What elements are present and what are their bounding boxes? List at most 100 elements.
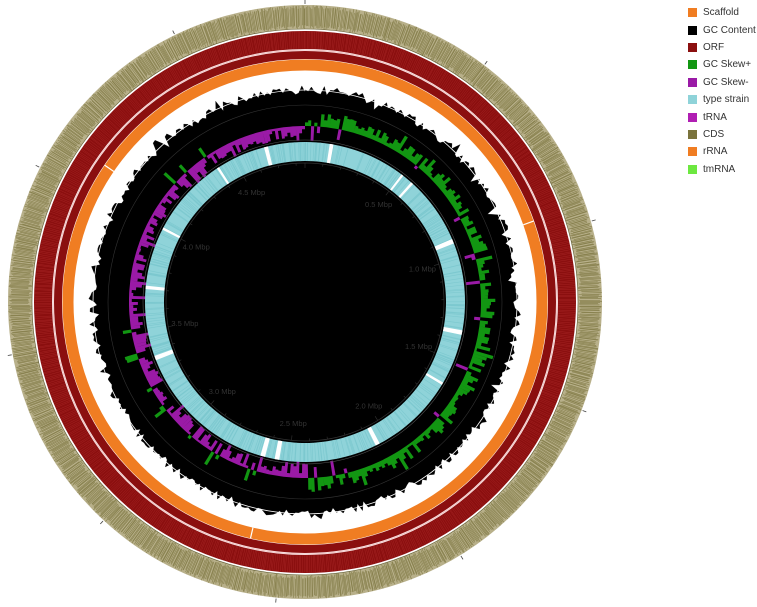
legend-item-gc-skew-plus: GC Skew+ bbox=[688, 56, 756, 73]
minor-tick bbox=[173, 255, 177, 257]
minor-tick bbox=[224, 413, 227, 416]
minor-tick bbox=[243, 176, 247, 182]
minor-tick bbox=[190, 223, 193, 226]
position-tick-label: 3.0 Mbp bbox=[209, 387, 236, 396]
position-tick-label: 0.5 Mbp bbox=[365, 200, 392, 209]
minor-tick bbox=[433, 263, 439, 266]
legend-swatch-tmrna bbox=[688, 164, 697, 174]
type-strain-gap bbox=[216, 167, 230, 185]
type-strain-gap bbox=[443, 326, 463, 335]
scaffold-break bbox=[523, 220, 534, 226]
outer-tick bbox=[35, 164, 40, 168]
minor-tick bbox=[430, 246, 433, 249]
orf-ring-inner bbox=[54, 51, 556, 553]
legend-item-scaffold: Scaffold bbox=[688, 4, 756, 21]
minor-tick bbox=[400, 202, 403, 205]
type-strain-gap bbox=[434, 238, 454, 251]
legend-item-rrna: rRNA bbox=[688, 143, 756, 160]
outer-tick bbox=[460, 555, 464, 560]
type-strain-gap bbox=[274, 440, 283, 460]
minor-tick bbox=[228, 185, 231, 189]
outer-tick bbox=[484, 60, 488, 65]
minor-tick bbox=[437, 334, 440, 336]
minor-tick bbox=[178, 359, 182, 362]
legend-swatch-scaffold bbox=[688, 8, 697, 18]
legend-swatch-cds bbox=[688, 129, 697, 139]
legend-item-cds: CDS bbox=[688, 126, 756, 143]
minor-tick bbox=[239, 422, 242, 426]
outer-tick bbox=[99, 520, 104, 525]
legend-swatch-gc-skew-minus bbox=[688, 77, 697, 87]
minor-tick bbox=[424, 367, 427, 370]
minor-tick bbox=[210, 400, 215, 405]
minor-tick bbox=[429, 350, 435, 353]
minor-tick bbox=[256, 429, 258, 433]
minor-tick bbox=[360, 426, 363, 429]
cds-ring-inner-edge bbox=[31, 28, 579, 576]
minor-tick bbox=[412, 216, 415, 219]
position-tick-label: 4.5 Mbp bbox=[238, 188, 265, 197]
type-strain-track bbox=[142, 139, 468, 465]
type-strain-outer-edge bbox=[142, 139, 468, 465]
position-tick-label: 3.5 Mbp bbox=[171, 319, 198, 328]
legend-label-cds: CDS bbox=[703, 128, 725, 140]
scaffold-break bbox=[249, 527, 254, 539]
type-strain-gap bbox=[390, 174, 404, 191]
minor-tick bbox=[356, 173, 358, 176]
legend: Scaffold GC Content ORF GC Skew+ GC Skew… bbox=[688, 4, 756, 178]
minor-tick bbox=[343, 432, 346, 436]
minor-tick bbox=[201, 209, 204, 212]
legend-swatch-gc-skew-plus bbox=[688, 60, 697, 70]
position-tick-label: 1.0 Mbp bbox=[409, 264, 436, 273]
minor-tick bbox=[198, 389, 201, 392]
legend-item-gc-content: GC Content bbox=[688, 21, 756, 38]
legend-swatch-trna bbox=[688, 112, 697, 122]
scaffold-track bbox=[62, 59, 548, 545]
legend-label-type-strain: type strain bbox=[703, 94, 750, 106]
minor-tick bbox=[168, 325, 174, 327]
legend-item-orf: ORF bbox=[688, 39, 756, 56]
type-strain-texture bbox=[144, 141, 466, 463]
outer-tick bbox=[172, 30, 175, 35]
minor-tick bbox=[169, 272, 172, 274]
minor-tick bbox=[213, 196, 216, 199]
type-strain-gap bbox=[367, 426, 380, 446]
type-strain-gap bbox=[162, 227, 181, 239]
legend-label-scaffold: Scaffold bbox=[703, 7, 739, 19]
type-strain-gap bbox=[154, 349, 174, 361]
outer-tick bbox=[7, 354, 12, 356]
cds-track bbox=[8, 5, 602, 599]
legend-swatch-gc-content bbox=[688, 25, 697, 35]
minor-tick bbox=[273, 434, 275, 438]
legend-item-gc-skew-minus: GC Skew- bbox=[688, 74, 756, 91]
cds-feature-lines bbox=[8, 5, 602, 599]
type-strain-gap bbox=[326, 143, 334, 164]
scaffold-ring bbox=[62, 59, 548, 545]
minor-tick bbox=[403, 395, 406, 399]
legend-label-rrna: rRNA bbox=[703, 146, 728, 158]
legend-label-gc-skew-minus: GC Skew- bbox=[703, 76, 749, 88]
scaffold-break bbox=[104, 164, 115, 172]
type-strain-gap bbox=[398, 182, 414, 199]
outer-tick bbox=[582, 410, 587, 413]
legend-label-gc-content: GC Content bbox=[703, 24, 756, 36]
minor-tick bbox=[187, 375, 191, 377]
legend-label-orf: ORF bbox=[703, 41, 725, 53]
outer-tick bbox=[591, 219, 596, 222]
type-strain-gap bbox=[260, 437, 270, 457]
orf-ring-base bbox=[34, 31, 576, 573]
legend-swatch-orf bbox=[688, 42, 697, 52]
position-tick-label: 2.5 Mbp bbox=[280, 419, 307, 428]
legend-label-trna: tRNA bbox=[703, 111, 727, 123]
orf-track bbox=[34, 31, 576, 573]
legend-label-gc-skew-plus: GC Skew+ bbox=[703, 59, 752, 71]
position-tick-label: 1.5 Mbp bbox=[405, 342, 432, 351]
gc-content-baseline bbox=[92, 89, 518, 515]
legend-swatch-rrna bbox=[688, 147, 697, 157]
legend-item-type-strain: type strain bbox=[688, 91, 756, 108]
skew-outer-guide bbox=[107, 104, 503, 500]
minor-tick bbox=[414, 382, 418, 385]
minor-tick bbox=[339, 167, 341, 171]
legend-item-trna: tRNA bbox=[688, 108, 756, 125]
